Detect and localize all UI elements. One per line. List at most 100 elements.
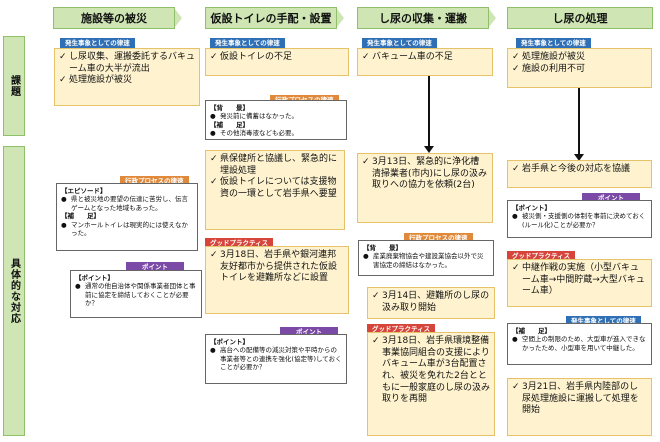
- header-collection-transport: し尿の収集・運搬: [357, 7, 489, 29]
- header-arrow-icon: [489, 9, 496, 27]
- bullet-icon: ●: [512, 212, 518, 221]
- bullet-icon: ●: [210, 346, 216, 355]
- check-icon: ✓: [210, 177, 218, 188]
- list-item: ✓3月13日、緊急的に浄化槽清掃業者(市内)にし尿の汲み取りへの協力を依頼(2台…: [362, 157, 488, 192]
- tag-point: ポイント: [582, 193, 640, 204]
- check-icon: ✓: [210, 154, 218, 164]
- episode-box: 【エピソード】 ● 県と被災地の要望の伝達に苦労し、伝言ゲームとなった地域もあった…: [56, 183, 198, 251]
- check-icon: ✓: [210, 250, 218, 260]
- box-label: 【エピソード】: [61, 187, 107, 195]
- bullet-icon: ●: [61, 195, 67, 204]
- check-icon: ✓: [512, 263, 520, 273]
- tag-good-practice: グッドプラクティス: [507, 251, 576, 262]
- issue-text: 施設の利用不可: [522, 63, 586, 74]
- tag-good-practice: グッドプラクティス: [205, 238, 274, 249]
- check-icon: ✓: [512, 382, 520, 392]
- box-text: その他消毒液なども必要。: [220, 129, 298, 138]
- check-icon: ✓: [372, 336, 380, 346]
- action-text: 3月14日、避難所のし尿の汲み取り開始: [382, 291, 490, 313]
- box-text: 被災側・支援側の体制を事前に決めておく(ルール化)ことが必要か？: [522, 212, 646, 229]
- box-label: 【補 足】: [210, 120, 249, 129]
- box-text: 通常の他自治体や関係事業者団体と事前に協定を締結しておくことが必要か？: [85, 282, 196, 308]
- list-item: ✓施設の利用不可: [512, 64, 647, 76]
- box-text: 産業廃棄物協会や建設業協会以外で災害協定の締結はなかった。: [373, 252, 484, 269]
- header-facility-damage: 施設等の被災: [53, 7, 175, 29]
- box-label: 【ポイント】: [512, 204, 551, 212]
- tag-admin: 行政プロセスの律速: [404, 233, 473, 244]
- box-label: 【背 景】: [210, 104, 249, 112]
- good-practice-box-relay: ✓中継作戦の実施（小型バキューム車→中間貯蔵→大型バキューム車）: [507, 259, 652, 307]
- flow-arrow-line: [428, 76, 430, 148]
- action-text: 岩手県と今後の対応を協議: [522, 164, 631, 174]
- list-item: ✓バキューム車の不足: [362, 52, 488, 64]
- list-item: ✓岩手県と今後の対応を協議: [512, 164, 647, 176]
- bullet-icon: ●: [512, 335, 518, 344]
- final-box-treatment: ✓3月21日、岩手県内陸部のし尿処理施設に運搬して処理を開始: [507, 378, 652, 436]
- tag-good-practice: グッドプラクティス: [367, 324, 436, 335]
- issue-box-toilet: ✓仮設トイレの不足: [205, 48, 349, 76]
- box-label: 【ポイント】: [75, 274, 114, 282]
- header-arrow-icon: [175, 9, 182, 27]
- box-text: 発災前に備蓄はなかった。: [220, 112, 298, 121]
- side-label-issues: 課題: [3, 36, 25, 136]
- list-item: ✓3月14日、避難所のし尿の汲み取り開始: [372, 291, 490, 314]
- list-item: ● 発災前に備蓄はなかった。: [210, 112, 342, 120]
- good-practice-box-toilet: ✓3月18日、岩手県や銀河連邦友好都市から提供された仮設トイレを避難所などに設置: [205, 246, 349, 314]
- check-icon: ✓: [512, 164, 520, 174]
- list-item: ✓県保健所と協議し、緊急的に埋設処理: [210, 154, 340, 177]
- action-text: 県保健所と協議し、緊急的に埋設処理: [220, 154, 338, 176]
- action-box-toilet: ✓県保健所と協議し、緊急的に埋設処理 ✓仮設トイレについては支援物資の一環として…: [205, 150, 345, 230]
- issue-text: バキューム車の不足: [372, 52, 453, 62]
- header-temporary-toilet: 仮設トイレの手配・設置: [205, 7, 337, 29]
- side-label-text: 課題: [8, 75, 20, 97]
- flow-arrow-head-icon: [424, 146, 434, 153]
- list-item: ● 通常の他自治体や関係事業者団体と事前に協定を締結しておくことが必要か？: [75, 282, 197, 307]
- list-item: ● マンホールトイレは現実的には使えなかった。: [61, 221, 193, 238]
- list-item: ✓3月18日、岩手県環境整備事業協同組合の支援によりバキューム車が3台配置され、…: [372, 336, 490, 406]
- check-icon: ✓: [362, 52, 370, 62]
- list-item: ✓処理施設が被災: [59, 75, 195, 87]
- action-box-evacuation: ✓3月14日、避難所のし尿の汲み取り開始: [367, 287, 495, 319]
- tag-occurred: 発生事象としての律速: [362, 38, 437, 49]
- bullet-icon: ●: [363, 252, 369, 261]
- flow-arrow-line: [578, 88, 580, 156]
- bullet-icon: ●: [61, 220, 67, 229]
- bullet-icon: ●: [210, 112, 216, 121]
- header-label: し尿の収集・運搬: [379, 12, 467, 25]
- point-box: 【ポイント】 ● 高台への配備等の減災対策や平時からの事業者等との連携を強化(協定…: [205, 334, 347, 384]
- box-text: 県と被災地の要望の伝達に苦労し、伝言ゲームとなった地域もあった。: [71, 195, 188, 212]
- issue-text: 処理施設が被災: [522, 52, 586, 62]
- side-label-actions: 具体的な対応: [3, 146, 25, 436]
- list-item: ✓中継作戦の実施（小型バキューム車→中間貯蔵→大型バキューム車）: [512, 263, 647, 298]
- check-icon: ✓: [372, 291, 380, 301]
- background-box: 【背 景】 ● 発災前に備蓄はなかった。 【補 足】 ● その他消毒液なども必要。: [205, 100, 347, 140]
- action-text: 3月18日、岩手県や銀河連邦友好都市から提供された仮設トイレを避難所などに設置: [220, 250, 338, 284]
- tag-occurred: 発生事象としての律速: [210, 38, 285, 49]
- issue-text: 処理施設が被災: [69, 75, 133, 86]
- flow-arrow-head-icon: [574, 154, 584, 161]
- box-text: 高台への配備等の減災対策や平時からの事業者等との連携を強化(協定等)しておくこと…: [220, 346, 342, 372]
- issue-box-treatment: ✓処理施設が被災 ✓施設の利用不可: [507, 48, 652, 88]
- tag-point: ポイント: [280, 327, 338, 338]
- issue-box-vacuum: ✓バキューム車の不足: [357, 48, 493, 76]
- box-label: 【補 足】: [61, 212, 100, 221]
- tag-occurred: 発生事象としての律速: [60, 38, 135, 49]
- action-box-consult: ✓岩手県と今後の対応を協議: [507, 160, 652, 188]
- box-label: 【ポイント】: [210, 338, 249, 346]
- action-text: 3月18日、岩手県環境整備事業協同組合の支援によりバキューム車が3台配置され、被…: [382, 336, 491, 405]
- action-text: 仮設トイレについては支援物資の一環として岩手県へ要望: [220, 177, 337, 200]
- header-label: し尿の処理: [552, 12, 608, 25]
- side-label-text: 具体的な対応: [8, 258, 20, 324]
- bullet-icon: ●: [75, 282, 81, 291]
- list-item: ● 被災側・支援側の体制を事前に決めておく(ルール化)ことが必要か？: [512, 212, 647, 229]
- list-item: ✓仮設トイレの不足: [210, 52, 344, 64]
- box-text: マンホールトイレは現実的には使えなかった。: [71, 220, 188, 238]
- list-item: ● 空間上の制限のため、大型車が進入できなかったため、小型車を用いて中継した。: [512, 335, 647, 352]
- box-text: 空間上の制限のため、大型車が進入できなかったため、小型車を用いて中継した。: [522, 335, 646, 352]
- header-label: 仮設トイレの手配・設置: [210, 12, 332, 25]
- issue-box-facility: ✓し尿収集、運搬委託するバキューム車の大半が流出 ✓処理施設が被災: [54, 48, 200, 106]
- action-text: 3月21日、岩手県内陸部のし尿処理施設に運搬して処理を開始: [522, 382, 639, 416]
- check-icon: ✓: [210, 52, 218, 62]
- action-text: 3月13日、緊急的に浄化槽清掃業者(市内)にし尿の汲み取りへの協力を依頼(2台): [372, 157, 488, 191]
- box-label: 【補 足】: [512, 327, 551, 335]
